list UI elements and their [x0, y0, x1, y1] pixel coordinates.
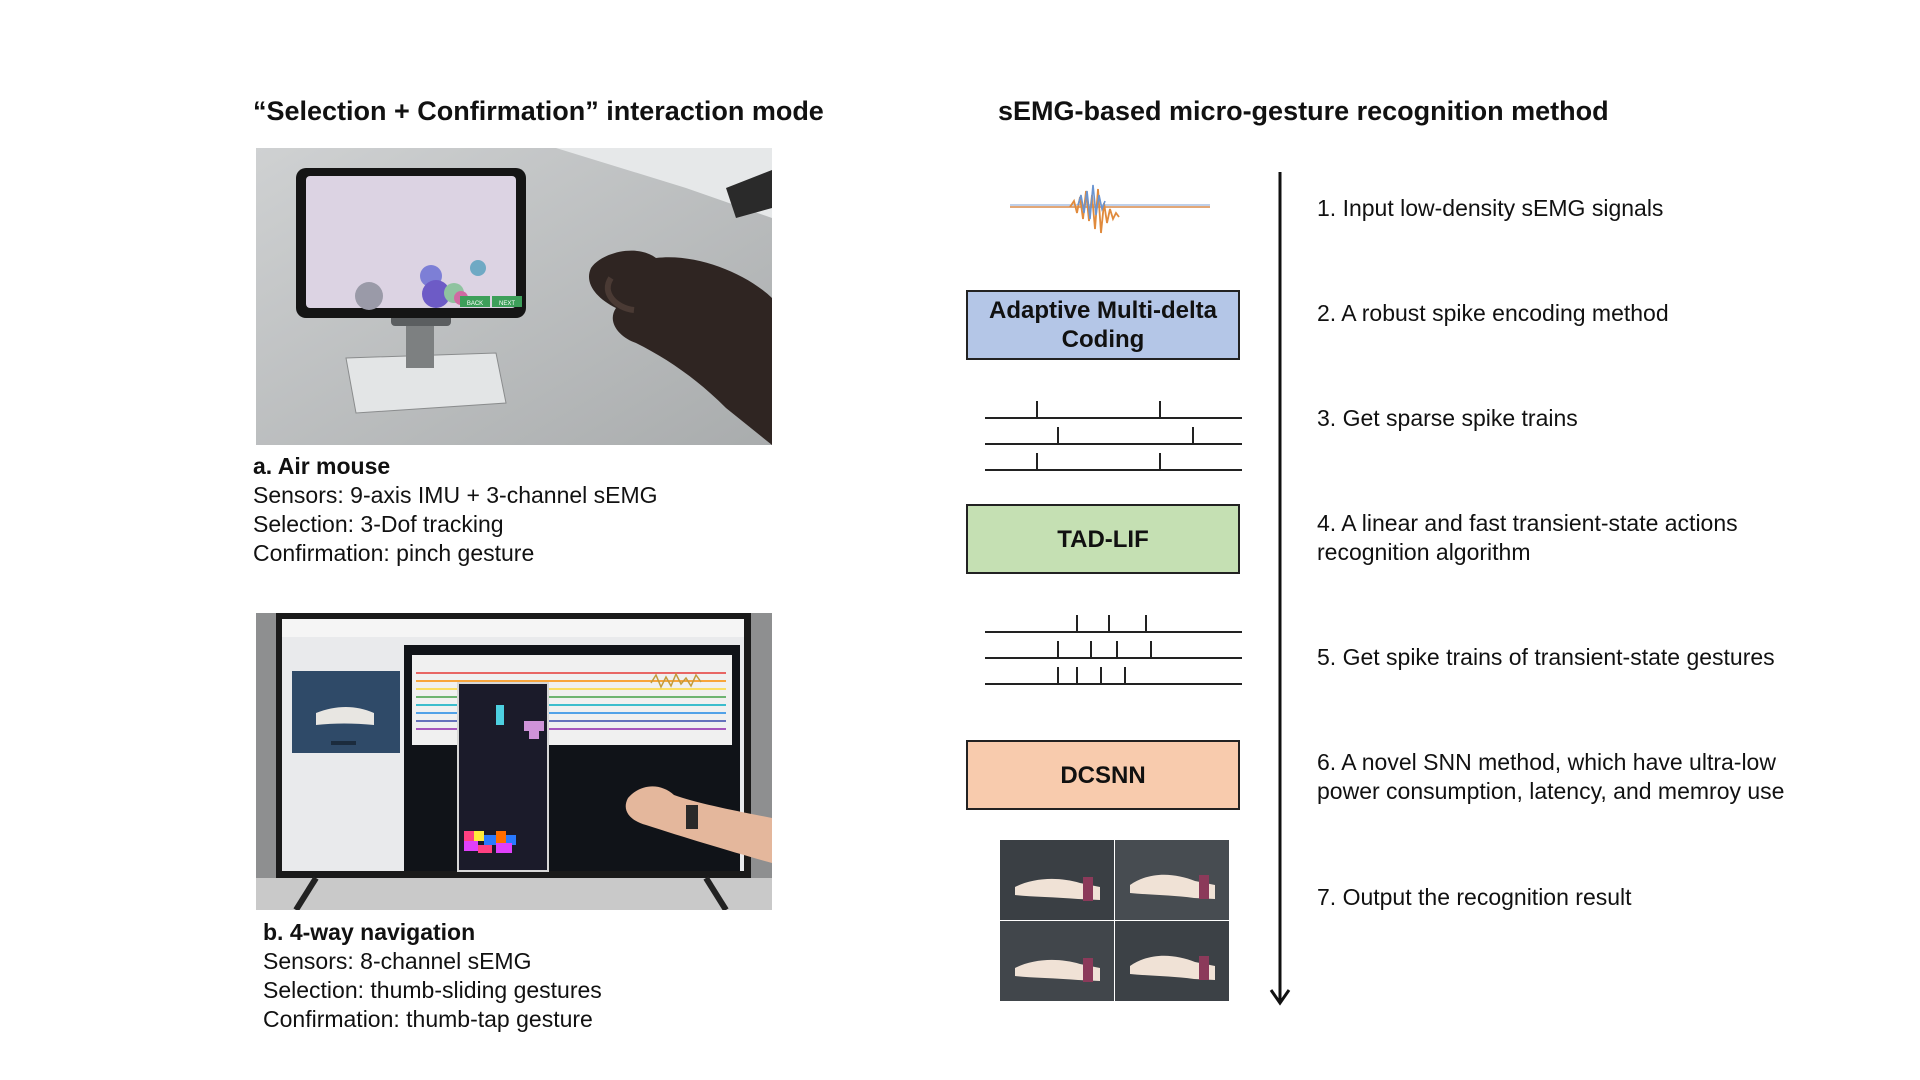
panel-a-line-2: Selection: 3-Dof tracking [253, 511, 504, 537]
panel-b-line-3: Confirmation: thumb-tap gesture [263, 1006, 593, 1032]
dcsnn-box: DCSNN [966, 740, 1240, 810]
sparse-spike-trains [985, 401, 1242, 471]
navigation-illustration [256, 613, 772, 910]
panel-b-heading: b. 4-way navigation [263, 919, 476, 945]
right-title: sEMG-based micro-gesture recognition met… [998, 96, 1609, 126]
panel-b-line-1: Sensors: 8-channel sEMG [263, 948, 532, 974]
gesture-result-photos [1000, 840, 1229, 1001]
tablet-next-button: NEXT [499, 301, 515, 307]
navigation-photo [256, 613, 772, 910]
left-title: “Selection + Confirmation” interaction m… [253, 96, 824, 126]
panel-a-caption: a. Air mouse Sensors: 9-axis IMU + 3-cha… [253, 452, 658, 568]
step-6: 6. A novel SNN method, which have ultra-… [1317, 749, 1785, 804]
tablet-back-button: BACK [467, 301, 483, 307]
step-7: 7. Output the recognition result [1317, 884, 1632, 910]
step-2: 2. A robust spike encoding method [1317, 300, 1669, 326]
panel-b-line-2: Selection: thumb-sliding gestures [263, 977, 602, 1003]
tadlif-box: TAD-LIF [966, 504, 1240, 574]
flow-arrow [1269, 172, 1291, 1006]
panel-a-line-3: Confirmation: pinch gesture [253, 540, 535, 566]
air-mouse-illustration: BACK NEXT [256, 148, 772, 445]
air-mouse-photo: BACK NEXT [256, 148, 772, 445]
step-4: 4. A linear and fast transient-state act… [1317, 510, 1738, 565]
panel-a-line-1: Sensors: 9-axis IMU + 3-channel sEMG [253, 482, 658, 508]
step-1: 1. Input low-density sEMG signals [1317, 195, 1664, 221]
pipeline-graphics [985, 184, 1242, 1001]
semg-waveform [1010, 184, 1210, 234]
panel-a-heading: a. Air mouse [253, 453, 391, 479]
panel-b-caption: b. 4-way navigation Sensors: 8-channel s… [263, 918, 602, 1034]
amdc-box: Adaptive Multi-delta Coding [966, 290, 1240, 360]
transient-spike-trains [985, 615, 1242, 685]
step-3: 3. Get sparse spike trains [1317, 405, 1578, 431]
step-5: 5. Get spike trains of transient-state g… [1317, 644, 1775, 670]
